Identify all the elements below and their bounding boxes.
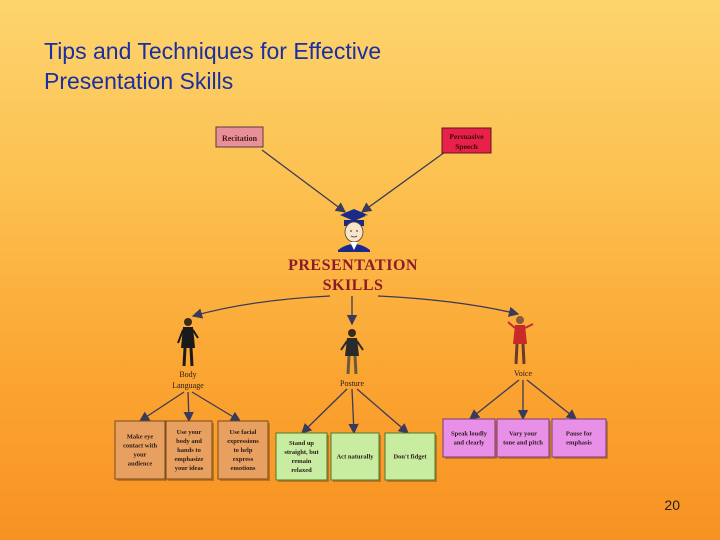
voice-label: Voice bbox=[514, 369, 533, 378]
persuasive-speech-box: Persuasive Speech bbox=[442, 128, 491, 153]
arrow-voice-to-tip-3 bbox=[527, 380, 576, 419]
body-language-tip-1-line-1: Make eye bbox=[127, 434, 154, 441]
page-number: 20 bbox=[640, 497, 680, 513]
center-title-line-2: SKILLS bbox=[323, 277, 384, 294]
posture-tip-3-line-1: Don't fidget bbox=[393, 454, 427, 461]
body-language-tip-2-line-5: your ideas bbox=[175, 465, 204, 472]
body-language-tip-1-line-2: contact with bbox=[123, 443, 158, 450]
voice-tip-box-2: Vary your tone and pitch bbox=[497, 419, 551, 459]
voice-tip-box-3: Pause for emphasis bbox=[552, 419, 608, 459]
body-language-label-line-1: Body bbox=[179, 370, 196, 379]
arrow-body-language-to-tip-1 bbox=[140, 392, 184, 421]
body-language-tip-3-line-5: emotions bbox=[231, 465, 256, 472]
posture-tip-box-2: Act naturally bbox=[331, 433, 381, 482]
voice-tip-1-line-1: Speak loudly bbox=[451, 431, 488, 438]
body-language-tip-box-3: Use facial expressions to help express emoti… bbox=[218, 421, 270, 481]
body-language-tip-3-line-1: Use facial bbox=[230, 429, 257, 436]
arrow-posture-to-tip-3 bbox=[357, 389, 408, 433]
arrow-center-to-voice bbox=[378, 296, 518, 314]
arrow-body-language-to-tip-3 bbox=[192, 392, 240, 421]
posture-tip-1-line-2: straight, but bbox=[284, 449, 319, 456]
posture-figure-icon bbox=[341, 329, 363, 374]
persuasive-label-line-1: Persuasive bbox=[449, 132, 484, 141]
arrow-persuasive-to-center bbox=[362, 152, 445, 212]
arrow-recitation-to-center bbox=[262, 150, 345, 212]
voice-tip-box-1: Speak loudly and clearly bbox=[443, 419, 497, 459]
posture-tip-2-line-1: Act naturally bbox=[336, 454, 374, 461]
voice-tip-3-line-2: emphasis bbox=[566, 440, 592, 447]
tip-boxes: Make eye contact with your audience Use your… bbox=[115, 419, 608, 482]
body-language-tip-box-2: Use your body and hands to emphasize your id… bbox=[166, 421, 214, 481]
body-language-tip-1-line-4: audience bbox=[128, 461, 153, 468]
posture-tip-1-line-4: relaxed bbox=[291, 467, 312, 474]
posture-tip-1-line-1: Stand up bbox=[289, 440, 314, 447]
body-language-tip-3-line-4: express bbox=[233, 456, 254, 463]
body-language-tip-3-line-3: to help bbox=[234, 447, 253, 454]
arrow-body-language-to-tip-2 bbox=[188, 392, 189, 421]
body-language-tip-2-line-1: Use your bbox=[177, 429, 202, 436]
recitation-box: Recitation bbox=[216, 127, 263, 147]
posture-tip-1-line-3: remain bbox=[292, 458, 312, 465]
voice-tip-2-line-1: Vary your bbox=[509, 431, 537, 438]
posture-tip-box-3: Don't fidget bbox=[385, 433, 437, 482]
posture-tip-box-1: Stand up straight, but remain relaxed bbox=[276, 433, 329, 482]
recitation-label: Recitation bbox=[222, 134, 258, 143]
voice-tip-1-line-2: and clearly bbox=[454, 440, 486, 447]
body-language-tip-2-line-2: body and bbox=[176, 438, 202, 445]
voice-figure-icon bbox=[508, 316, 533, 364]
voice-tip-2-line-2: tone and pitch bbox=[503, 440, 543, 447]
arrow-center-to-body-language bbox=[193, 296, 330, 316]
voice-tip-3-line-1: Pause for bbox=[566, 431, 592, 438]
posture-label: Posture bbox=[340, 379, 364, 388]
body-language-tip-2-line-3: hands to bbox=[177, 447, 201, 454]
body-language-figure-icon bbox=[178, 318, 198, 366]
body-language-tip-box-1: Make eye contact with your audience bbox=[115, 421, 167, 481]
center-title-line-1: PRESENTATION bbox=[288, 257, 418, 274]
body-language-tip-2-line-4: emphasize bbox=[175, 456, 204, 463]
body-language-tip-1-line-3: your bbox=[134, 452, 147, 459]
persuasive-label-line-2: Speech bbox=[455, 142, 478, 151]
arrow-posture-to-tip-2 bbox=[352, 389, 354, 433]
arrow-posture-to-tip-1 bbox=[302, 389, 347, 433]
arrow-voice-to-tip-1 bbox=[470, 380, 519, 419]
body-language-tip-3-line-2: expressions bbox=[227, 438, 259, 445]
body-language-label-line-2: Language bbox=[172, 381, 204, 390]
graduate-figure-icon bbox=[338, 209, 370, 252]
